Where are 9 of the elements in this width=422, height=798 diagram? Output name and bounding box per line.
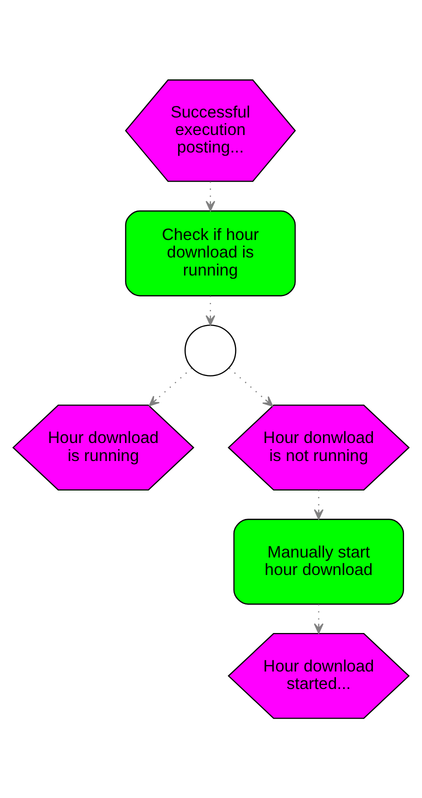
node-circle [184,324,236,376]
arrow [148,368,192,406]
node-box: Manually start hour download [233,518,404,605]
arrow [314,490,324,520]
arrow [206,296,216,326]
node-box: Check if hour download is running [125,210,296,296]
arrow [314,604,324,634]
arrow [228,368,274,407]
arrow [206,181,216,212]
